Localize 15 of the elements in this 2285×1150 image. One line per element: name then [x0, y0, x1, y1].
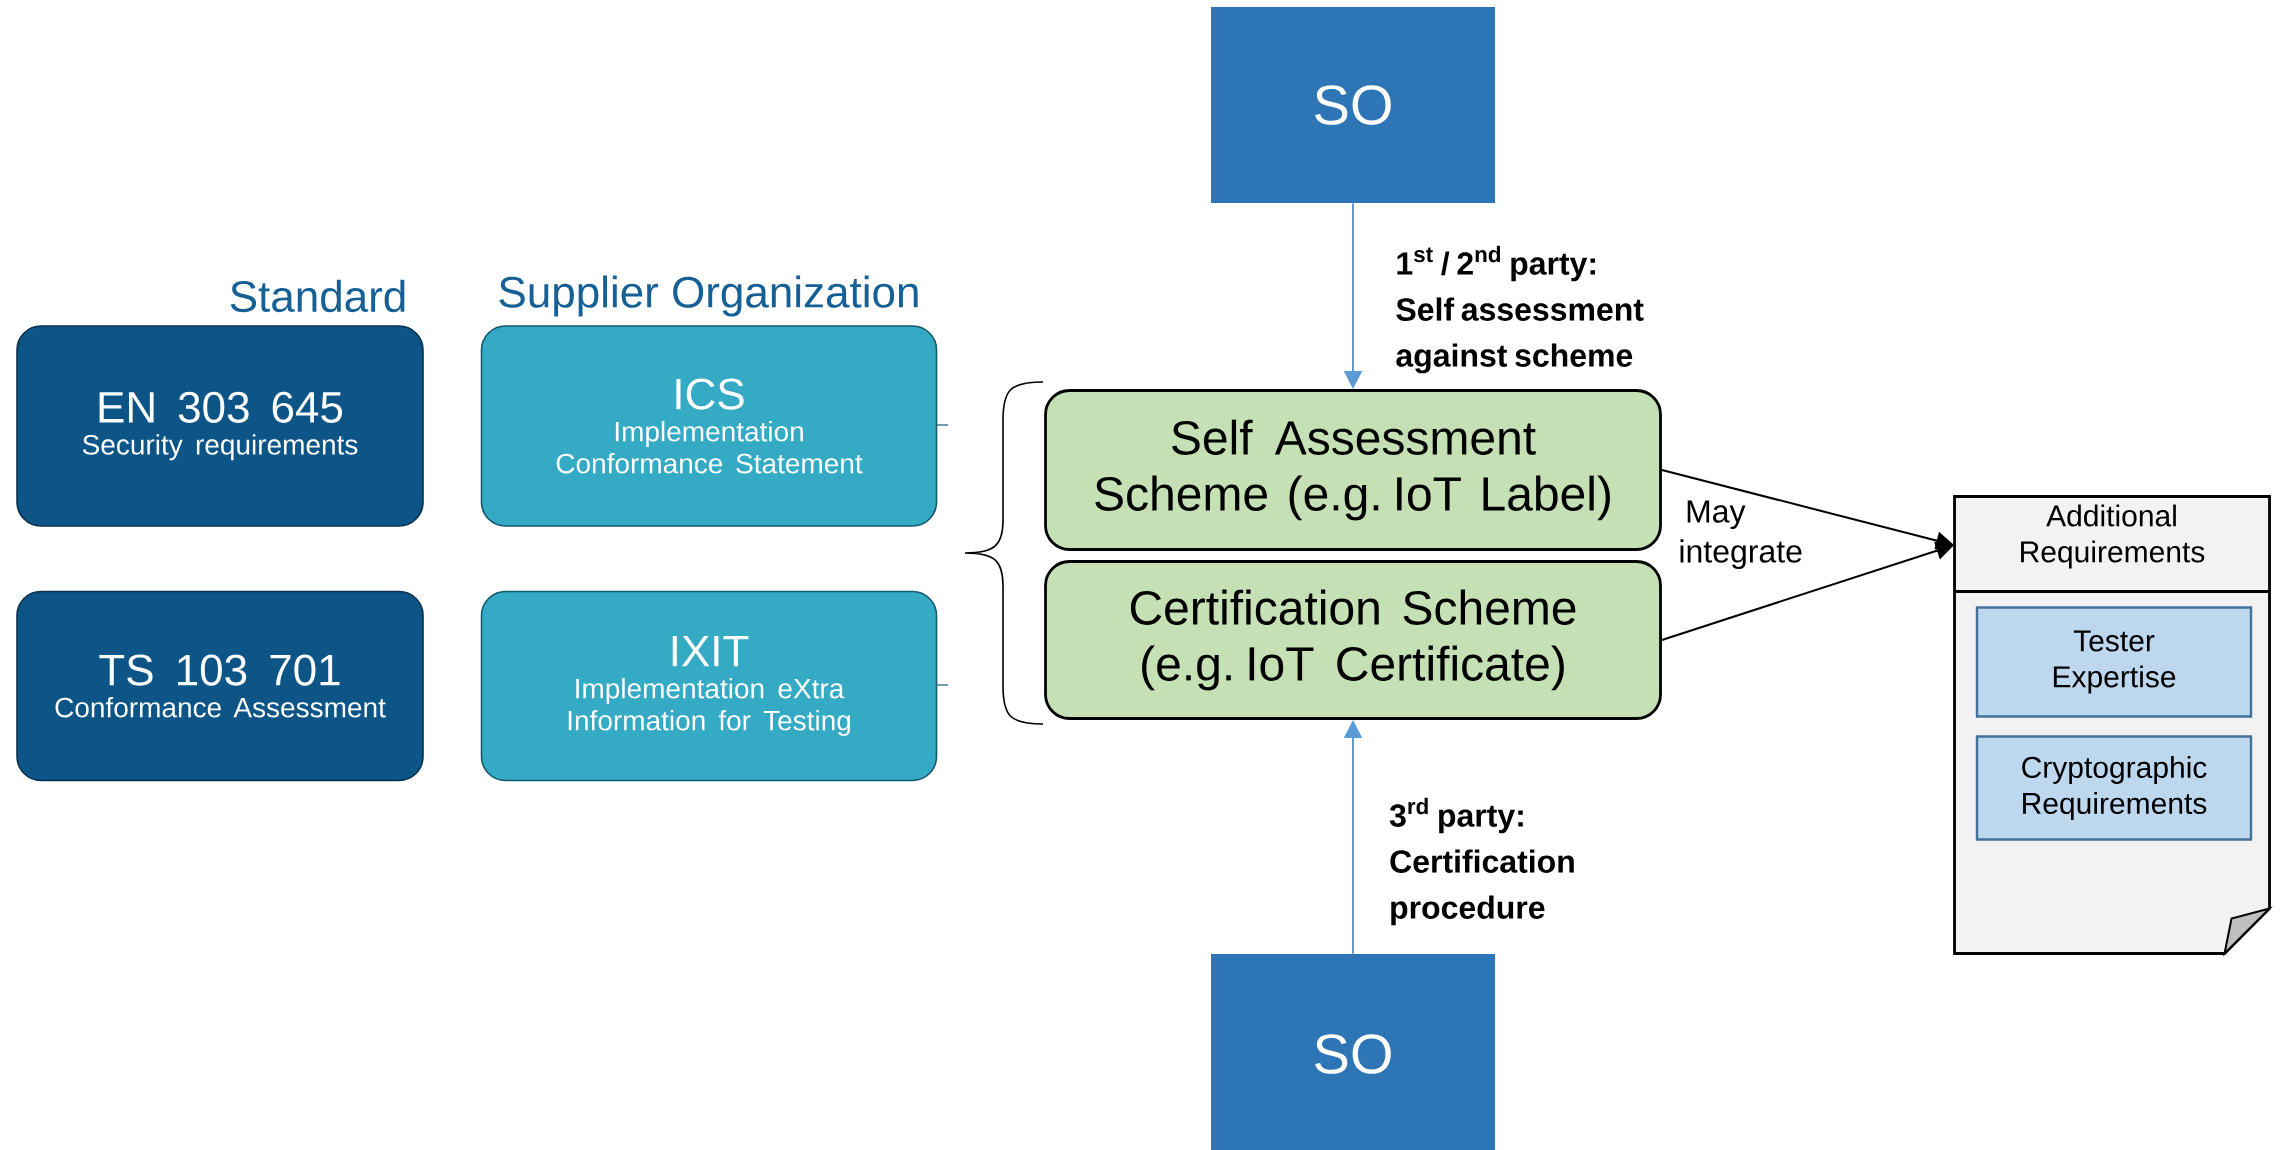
supplier-box: ICS Implementation Conformance Statement: [480, 325, 938, 527]
requirement-box: Cryptographic Requirements: [1975, 735, 2253, 841]
scheme-box: Self Assessment Scheme (e.g. IoT Label): [1044, 389, 1662, 551]
scheme-box: Certification Scheme (e.g. IoT Certificate): [1044, 560, 1662, 720]
requirement-box: Tester Expertise: [1975, 606, 2253, 718]
organization-box: SO: [1211, 7, 1495, 203]
organization-box: SO: [1211, 954, 1495, 1150]
edge-label: $\begin{array}{l}\textbf{3\textsuperscript{rd} party:}\\ \textbf{Certification}\\ \textbf{procedure}\end{array}$: [1389, 797, 1574, 926]
column-heading: Supplier Organization: [499, 275, 918, 317]
column-heading: Standard: [230, 279, 405, 313]
edge-label: $\begin{array}{l}\textbf{1\textsuperscript{st} / 2\textsuperscript{nd} party:}\\ \textbf{Self assessment}\\ \textbf{against scheme}\end{array}$: [1396, 245, 1644, 374]
standard-box: EN 303 645 Security requirements: [16, 325, 424, 527]
standard-box: TS 103 701 Conformance Assessment: [16, 590, 424, 782]
supplier-box: IXIT Implementation eXtra Information for Testing: [480, 590, 938, 782]
edge-label: May integrate: [1680, 500, 1802, 570]
